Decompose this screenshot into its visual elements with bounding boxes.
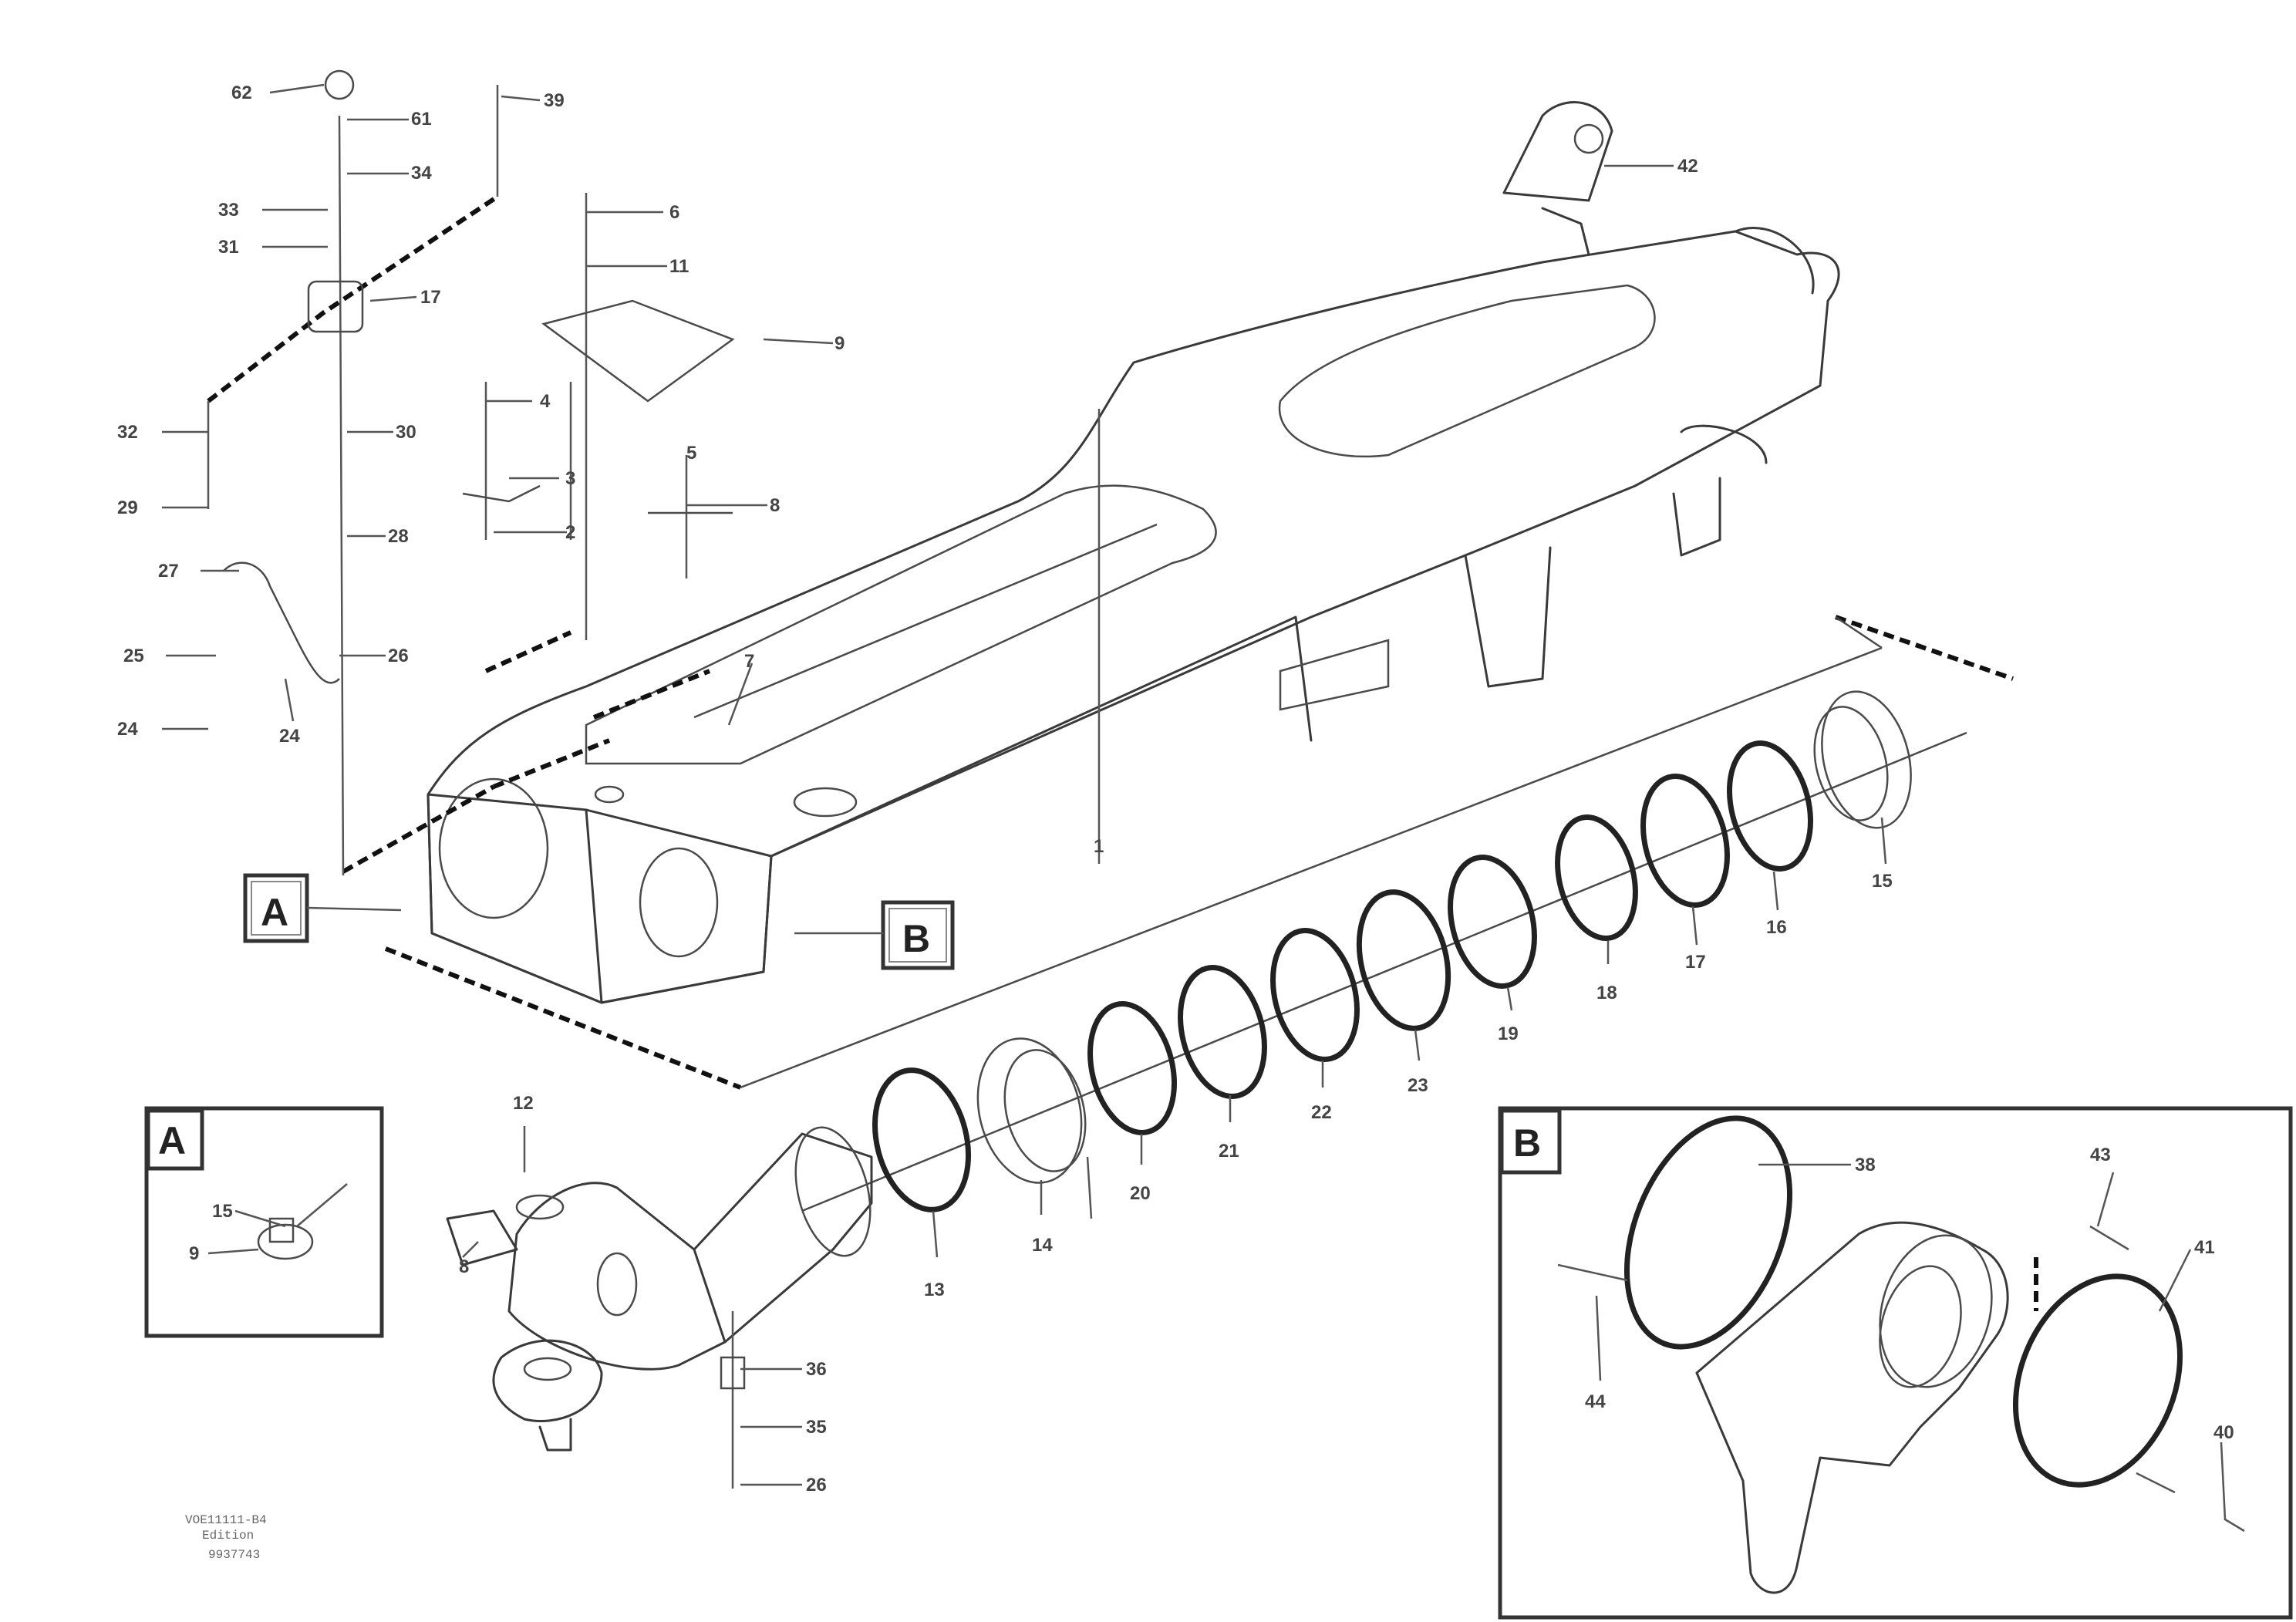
ring-19 — [1448, 855, 1537, 989]
callout-16: 16 — [1766, 917, 1787, 938]
ring-17 — [1640, 774, 1730, 908]
shaft-assembly — [446, 1126, 873, 1452]
callout-3: 3 — [565, 468, 575, 489]
callout-23: 23 — [1408, 1075, 1428, 1096]
callout-32: 32 — [117, 422, 138, 443]
ring-22 — [1270, 928, 1360, 1062]
callout-2: 2 — [565, 522, 575, 543]
callout-21: 21 — [1219, 1141, 1239, 1162]
bolt-stacks — [207, 69, 1101, 1489]
ring-18 — [1555, 814, 1638, 941]
callouts: 62 61 34 33 31 17 32 29 30 28 26 27 25 2… — [117, 83, 1893, 1496]
callout-11: 11 — [669, 256, 689, 277]
bushing-15 — [1821, 690, 1912, 829]
callout-29: 29 — [117, 497, 138, 518]
callout-35: 35 — [806, 1417, 827, 1438]
callout-8: 8 — [770, 495, 780, 516]
detail-B-callout-41: 41 — [2194, 1237, 2215, 1258]
ring-20 — [1087, 1001, 1177, 1135]
callout-36: 36 — [806, 1359, 827, 1380]
ring-21 — [1178, 965, 1267, 1099]
callout-27: 27 — [158, 561, 179, 582]
detail-B-callout-43: 38 — [1855, 1155, 1876, 1175]
callout-42: 42 — [1677, 156, 1698, 177]
callout-26b: 26 — [806, 1475, 827, 1496]
callout-1: 1 — [1094, 836, 1104, 857]
callout-6: 6 — [669, 202, 679, 223]
callout-26: 26 — [388, 646, 409, 666]
callout-62: 62 — [231, 83, 252, 103]
callout-24b: 24 — [279, 726, 300, 747]
callout-24: 24 — [117, 719, 138, 740]
callout-4: 4 — [540, 391, 551, 412]
detail-B-callout-38: 44 — [1585, 1391, 1606, 1412]
callout-14: 14 — [1032, 1235, 1053, 1256]
frame-tag-B: B — [794, 900, 955, 970]
detail-B-callout-44: 43 — [2090, 1145, 2111, 1165]
caption-line-1: VOE11111-B4 — [185, 1513, 267, 1527]
drawing-caption: VOE11111-B4 Edition 9937743 — [185, 1513, 267, 1562]
frame-tag-B-label: B — [902, 917, 930, 960]
ring-16 — [1726, 740, 1814, 872]
callout-30: 30 — [396, 422, 416, 443]
callout-9: 9 — [834, 333, 845, 354]
callout-10: 8 — [459, 1256, 469, 1277]
callout-12: 12 — [513, 1093, 534, 1114]
callout-28: 28 — [388, 526, 409, 547]
frame-body — [426, 101, 1840, 1004]
callout-61: 61 — [411, 109, 432, 130]
caption-line-2: Edition — [202, 1529, 254, 1543]
callout-25: 25 — [123, 646, 144, 666]
detail-A-callout-9: 9 — [189, 1243, 199, 1264]
ring-23 — [1356, 889, 1451, 1031]
ring-13 — [872, 1067, 972, 1212]
callout-7: 7 — [744, 651, 754, 672]
callout-40: 39 — [544, 90, 565, 111]
bushing-14 — [976, 1037, 1083, 1184]
detail-box-B: B 38 41 43 40 44 — [1498, 1106, 2293, 1620]
callout-5: 5 — [686, 443, 696, 464]
frame-tag-A-label: A — [261, 891, 288, 934]
detail-B-label: B — [1513, 1121, 1541, 1165]
callout-22: 22 — [1311, 1102, 1332, 1123]
callout-20: 20 — [1130, 1183, 1151, 1204]
callout-19: 19 — [1498, 1023, 1519, 1044]
frame-tag-A: A — [243, 873, 402, 943]
callout-33: 33 — [218, 200, 239, 221]
callout-17: 17 — [420, 287, 441, 308]
caption-line-3: 9937743 — [208, 1548, 260, 1562]
callout-17b: 17 — [1685, 952, 1706, 973]
callout-15: 15 — [1872, 871, 1893, 892]
detail-box-A: A 15 9 — [144, 1106, 384, 1338]
detail-B-callout-40: 40 — [2213, 1422, 2234, 1443]
callout-13: 13 — [924, 1280, 945, 1300]
assembly-lines — [207, 194, 2038, 1311]
ring-stack — [872, 690, 1912, 1212]
detail-A-label: A — [158, 1119, 186, 1162]
callout-34: 34 — [411, 163, 432, 184]
callout-31: 31 — [218, 237, 239, 258]
detail-A-callout-15: 15 — [212, 1201, 233, 1222]
axis-lines — [740, 615, 1967, 1212]
callout-18: 18 — [1596, 983, 1617, 1003]
